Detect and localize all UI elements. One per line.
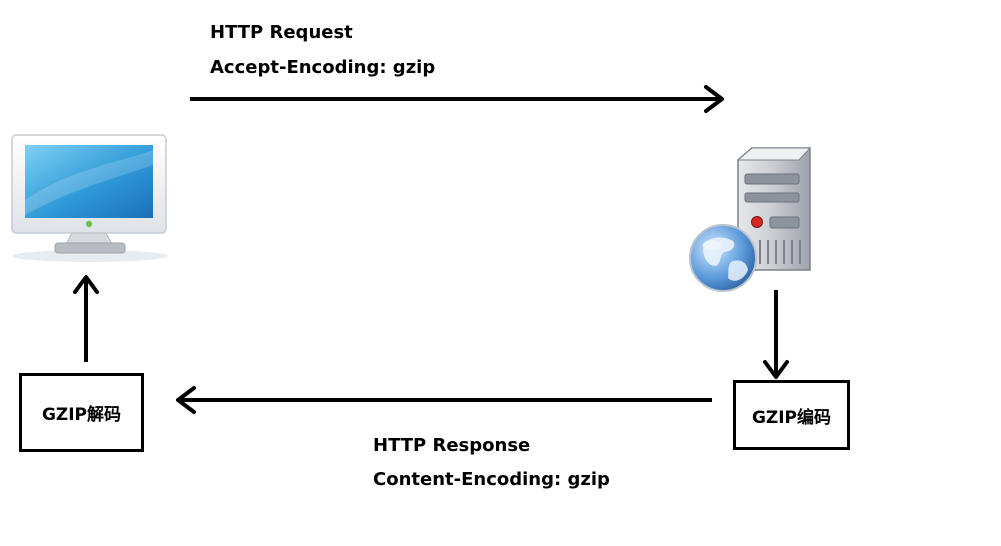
gzip-encode-label: GZIP编码 — [751, 407, 832, 428]
response-arrow — [176, 386, 712, 414]
gzip-decode-box: GZIP解码 — [19, 373, 144, 452]
response-title: HTTP Response — [373, 435, 531, 456]
server-to-encode-arrow — [763, 290, 789, 379]
decode-to-client-arrow — [73, 275, 99, 362]
server-icon — [736, 147, 812, 271]
gzip-decode-label: GZIP解码 — [41, 405, 122, 425]
gzip-encode-box: GZIP编码 — [733, 380, 850, 450]
request-arrow — [190, 85, 724, 113]
response-header: Content-Encoding: gzip — [373, 469, 610, 490]
globe-icon — [689, 224, 757, 292]
request-header: Accept-Encoding: gzip — [210, 57, 436, 78]
monitor-icon — [11, 134, 168, 262]
request-title: HTTP Request — [210, 22, 353, 43]
